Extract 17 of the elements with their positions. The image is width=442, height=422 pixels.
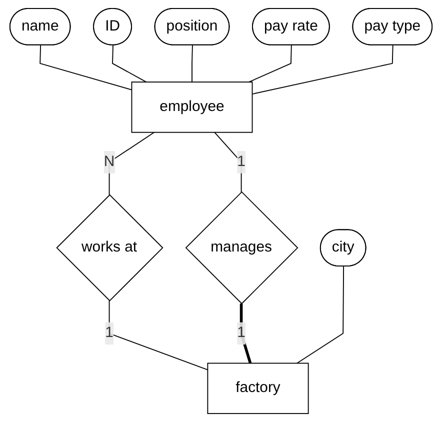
edge-label: 1 (237, 325, 246, 341)
connector (296, 266, 344, 364)
node-diamond: works at (56, 194, 164, 302)
edge-label: 1 (105, 325, 114, 341)
node-box: employee (131, 82, 253, 133)
node-box: factory (207, 362, 309, 414)
node-diamond: manages (185, 191, 298, 304)
connector (214, 132, 242, 192)
connector (108, 300, 208, 370)
connector (248, 44, 292, 83)
connector (112, 44, 147, 83)
connector (108, 132, 155, 196)
connector (40, 44, 132, 90)
edge-label: N (104, 154, 115, 170)
connector (252, 44, 394, 94)
connector (192, 44, 193, 83)
edge-label: 1 (237, 154, 246, 170)
